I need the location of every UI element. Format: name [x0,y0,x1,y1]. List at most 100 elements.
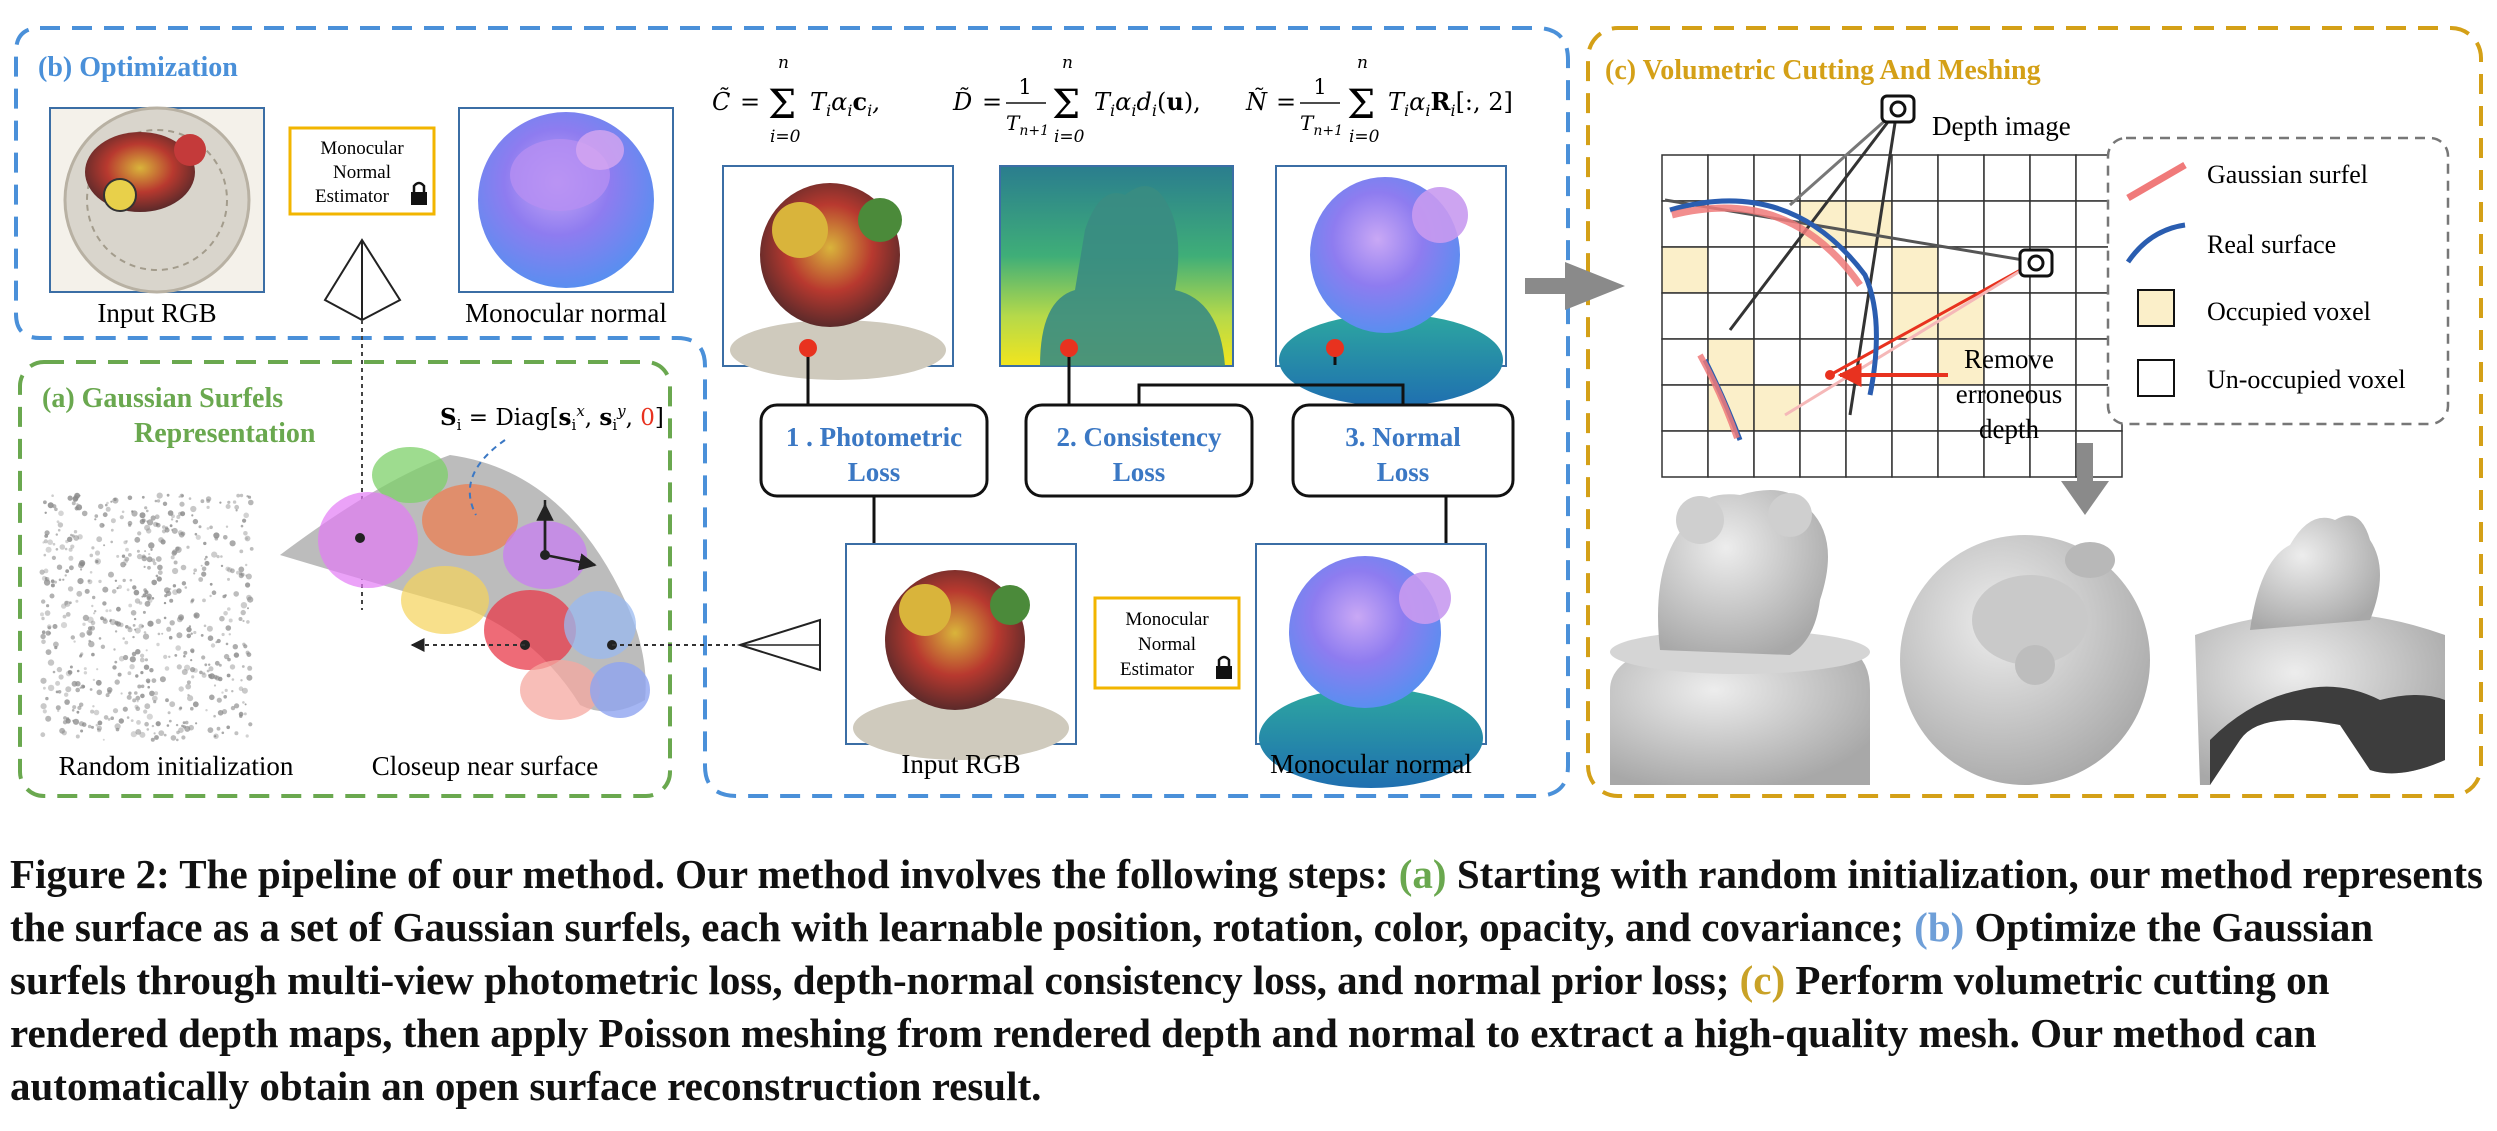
cloud-point [238,566,245,573]
cloud-point [180,564,187,571]
cloud-point [141,495,145,499]
cloud-point [82,614,89,622]
cloud-point [146,680,150,684]
cloud-point [204,560,210,566]
panel-a-frame [18,360,672,798]
voxel-cell [1937,430,1985,478]
cloud-point [116,587,119,590]
cloud-point [54,507,58,512]
cloud-point [166,724,170,727]
cloud-point [164,666,170,671]
cloud-point [114,660,118,664]
cloud-point [191,514,194,517]
pipeline-figure: (b) Optimization (a) Gaussian Surfels Re… [14,26,2483,798]
formula-depth: D̃ = 1 Tn+1 n Σ i=0 Tiαidi(u), [952,53,1201,147]
cloud-point [110,500,113,503]
cloud-point [45,715,52,722]
cloud-point [227,577,230,581]
cloud-point [98,579,102,584]
dot-normal [1326,339,1344,357]
cloud-point [86,629,93,636]
figure-caption: Figure 2: The pipeline of our method. Ou… [10,848,2490,1113]
cloud-point [239,493,244,498]
voxel-cell [1891,154,1939,202]
rendered-rgb-image [722,165,954,380]
cloud-point [186,545,190,549]
svg-text:1: 1 [1313,75,1326,99]
cloud-point [102,601,107,606]
svg-text:Estimator: Estimator [315,186,390,207]
cloud-point [50,583,55,588]
cloud-point [154,514,160,520]
svg-text:Normal: Normal [1138,634,1196,655]
cloud-point [218,663,222,667]
cloud-point [205,709,208,712]
cloud-point [51,555,57,561]
cloud-point [190,667,196,673]
cloud-point [225,642,229,646]
cloud-point [216,726,221,731]
svg-text:Gaussian surfel: Gaussian surfel [2207,160,2368,189]
cloud-point [49,593,55,599]
cloud-point [172,584,177,588]
cloud-point [91,725,94,729]
cloud-point [47,626,52,630]
cloud-point [73,640,76,643]
cloud-point [178,532,185,538]
scale-formula: Si = Diag[six, siy, 0] [440,402,664,434]
cloud-point [143,664,150,670]
svg-text:1 . Photometric: 1 . Photometric [786,422,962,452]
cloud-point [232,644,238,650]
cloud-point [47,539,53,545]
gaussian-surfel-short [1697,353,1740,439]
cloud-point [106,501,109,505]
cloud-point [208,674,213,679]
cloud-point [113,648,116,651]
cloud-point [56,564,63,570]
cloud-point [186,626,192,633]
cloud-point [144,524,151,531]
cloud-point [71,709,75,712]
cloud-point [55,548,59,551]
cloud-point [169,598,174,603]
cloud-point [178,615,184,621]
cloud-point [108,571,114,578]
cloud-point [57,690,62,694]
legend-gaussian-surfel-swatch [2126,161,2187,202]
cloud-point [225,525,229,528]
cloud-point [78,494,81,497]
cloud-point [162,501,168,506]
cloud-point [151,558,156,563]
formula-normal: Ñ = 1 Tn+1 n Σ i=0 TiαiRi[:, 2] [1245,53,1513,147]
cloud-point [154,735,159,740]
cloud-point [63,692,69,697]
cloud-point [130,719,134,722]
cloud-point [206,625,213,632]
svg-text:Occupied voxel: Occupied voxel [2207,297,2371,326]
voxel-cell [1799,338,1847,386]
cloud-point [176,664,182,670]
cloud-point [178,727,184,733]
cloud-point [123,540,128,545]
cloud-point [242,518,247,523]
cloud-point [170,555,175,560]
cloud-point [136,700,139,703]
occupied-voxel-cell [1845,200,1893,248]
cloud-point [70,544,75,549]
rendered-depth-image [999,165,1234,367]
cloud-point [140,693,145,699]
cloud-point [223,611,228,616]
cloud-point [105,609,109,613]
cloud-point [40,677,47,684]
cloud-point [144,721,149,727]
cloud-point [110,528,114,532]
cloud-point [47,684,55,692]
cloud-point [167,711,171,715]
svg-text:Remove: Remove [1964,344,2054,374]
cloud-point [93,612,96,615]
svg-text:Σ: Σ [1052,82,1080,128]
cloud-point [158,730,165,736]
panel-a-title-line1: (a) Gaussian Surfels [42,383,283,414]
cloud-point [89,688,93,691]
cloud-point [173,560,178,565]
